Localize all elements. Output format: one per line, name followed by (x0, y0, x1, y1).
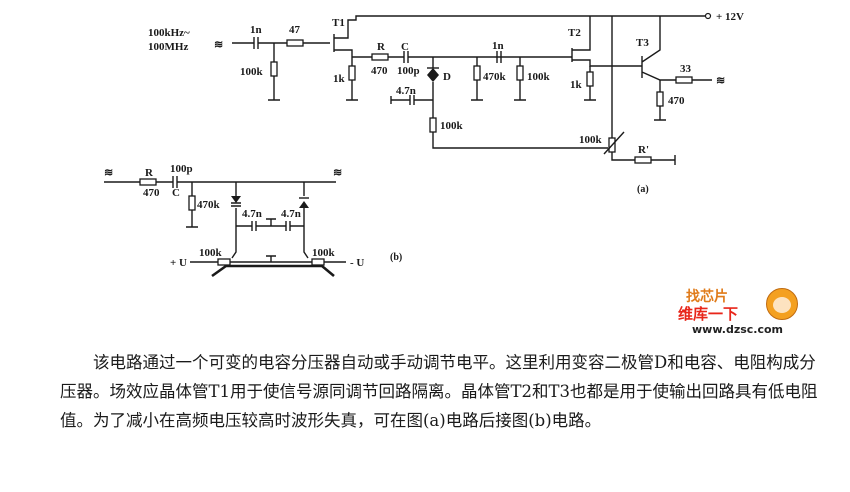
wire (584, 66, 596, 101)
control-wire (611, 16, 676, 165)
ganged-pot-link (211, 264, 335, 278)
watermark-line1: 找芯片 (686, 289, 728, 305)
resistor-value: 470 (143, 187, 160, 199)
capacitor-label: 1n (250, 24, 262, 36)
capacitor-100p (172, 176, 178, 188)
resistor-100k (270, 61, 278, 77)
capacitor-value: 100p (170, 163, 193, 175)
control-wire (190, 255, 346, 263)
transistor-t1 (333, 15, 705, 57)
pot-label: 100k (312, 247, 336, 259)
circuit-a: 100kHz~ 100MHz ≋ 1n 47 100k T1 + 12V 1k … (148, 11, 744, 195)
plus-u-label: + U (170, 257, 187, 269)
capacitor-label: 4.7n (281, 208, 301, 220)
transistor-label: T3 (636, 37, 649, 49)
resistor-label: R (377, 41, 386, 53)
wire (514, 57, 526, 101)
resistor-label: 470k (483, 71, 507, 83)
resistor-47 (286, 39, 304, 47)
diode-left-wire (231, 182, 237, 259)
resistor-label: R (145, 167, 154, 179)
signal-input-symbol: ≋ (104, 167, 113, 179)
capacitor-4-7n (390, 95, 433, 105)
description-text: 该电路通过一个可变的电容分压器自动或手动调节电平。这里利用变容二极管D和电容、电… (60, 353, 818, 430)
varactor-diode-right (299, 201, 309, 208)
resistor-label: 100k (440, 120, 464, 132)
resistor-470k (188, 195, 196, 211)
capacitor-c (403, 51, 409, 63)
pot-label: 100k (579, 134, 603, 146)
pot-label: 100k (199, 247, 223, 259)
transistor-label: T2 (568, 27, 581, 39)
resistor-label: 47 (289, 24, 301, 36)
signal-output-symbol: ≋ (716, 75, 725, 87)
resistor-label: 1k (333, 73, 346, 85)
input-frequency-label: 100MHz (148, 41, 188, 53)
capacitor-1n (253, 37, 259, 49)
resistor-label: R' (638, 144, 649, 156)
watermark-line2: 维库一下 (678, 305, 739, 323)
resistor-r (371, 53, 389, 61)
minus-u-label: - U (350, 257, 364, 269)
capacitor-label: C (172, 187, 180, 199)
resistor-1k-t2 (586, 71, 594, 87)
resistor-100k-diode (429, 117, 437, 133)
capacitor-label: 1n (492, 40, 504, 52)
capacitor-label: C (401, 41, 409, 53)
watermark-url: www.dzsc.com (692, 323, 784, 336)
resistor-470k (473, 65, 481, 81)
source-wire (346, 57, 358, 101)
circuit-b: ≋ R 470 100p C ≋ 470k 4.7n 4.7n 100k 100… (104, 163, 402, 278)
diode-right-wire (303, 182, 309, 259)
transistor-t3 (612, 16, 712, 81)
diode-label: D (443, 71, 451, 83)
resistor-470-emitter (656, 91, 664, 107)
resistor-33 (675, 76, 693, 84)
varactor-diode-left (231, 196, 241, 203)
transistor-label: T1 (332, 17, 345, 29)
wire (186, 182, 198, 228)
wire (471, 57, 483, 101)
supply-terminal (704, 12, 712, 20)
potentiometer-right (311, 258, 325, 266)
mascot-icon (766, 288, 798, 320)
circuit-b-caption: (b) (390, 252, 402, 263)
resistor-label: 470 (668, 95, 685, 107)
capacitor-label: 4.7n (396, 85, 416, 97)
capacitors-4-7n (236, 218, 304, 231)
supply-voltage-label: + 12V (716, 11, 744, 23)
resistor-label: 470k (197, 199, 221, 211)
resistor-label: 100k (240, 66, 264, 78)
transistor-t2 (571, 16, 612, 67)
description: 该电路通过一个可变的电容分压器自动或手动调节电平。这里利用变容二极管D和电容、电… (60, 348, 830, 435)
resistor-r-prime (634, 156, 652, 164)
resistor-1k (348, 65, 356, 81)
varactor-diode (427, 68, 439, 82)
capacitor-1n-couple (496, 51, 502, 63)
resistor-label: 1k (570, 79, 583, 91)
resistor-100k-b (516, 65, 524, 81)
circuit-a-caption: (a) (637, 184, 649, 195)
resistor-label: 33 (680, 63, 692, 75)
capacitor-value: 100p (397, 65, 420, 77)
watermark-logo: 找芯片 维库一下 www.dzsc.com (676, 286, 808, 338)
bias-wire (268, 43, 280, 101)
diode-bar (231, 202, 241, 207)
signal-output-symbol: ≋ (333, 167, 342, 179)
pot-arrow (603, 131, 625, 155)
resistor-label: 100k (527, 71, 551, 83)
potentiometer-left (217, 258, 231, 266)
wire (654, 80, 666, 121)
signal-input-symbol: ≋ (214, 39, 223, 51)
input-frequency-label: 100kHz~ (148, 27, 190, 39)
resistor-value: 470 (371, 65, 388, 77)
capacitor-label: 4.7n (242, 208, 262, 220)
resistor-r (139, 178, 157, 186)
